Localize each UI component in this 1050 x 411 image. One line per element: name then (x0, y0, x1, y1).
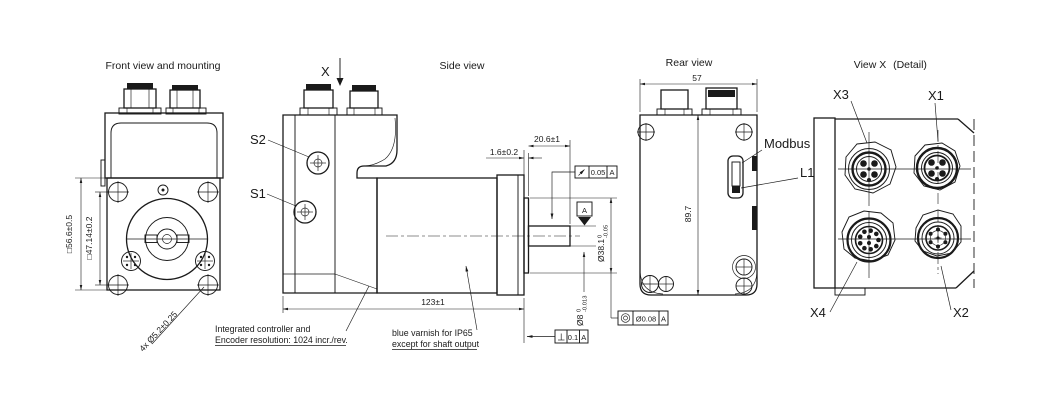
x3-leader (850, 100, 868, 144)
side-connector-right-icon (346, 85, 383, 116)
x4-leader (829, 261, 858, 313)
pilot-dia-dimension: Ø38.1 0 -0.05 (530, 197, 617, 318)
front-flange-outline (106, 177, 221, 291)
concentricity-fcf: Ø0.08 A (611, 310, 669, 326)
status-led (732, 186, 740, 193)
controller-note-line2: Encoder resolution: 1024 incr./rev. (215, 335, 348, 345)
datum-flag-label: A (582, 206, 587, 215)
view-x-detail: View X (Detail) (810, 59, 975, 320)
pilot-depth-dimension: 1.6±0.2 (486, 147, 542, 196)
m12-connector-x3-icon (844, 141, 897, 194)
perpendicularity-symbol-icon (558, 333, 565, 341)
section-arrow-label: X (321, 64, 330, 79)
x3-label: X3 (833, 87, 849, 102)
shaft-tol-lower: -0.013 (583, 296, 589, 312)
s2-label: S2 (250, 132, 266, 147)
shaft-dia-dimension: Ø8 0 -0.013 (570, 245, 596, 326)
led-window (727, 155, 744, 199)
runout-fcf: 0.05 A (550, 165, 618, 220)
cover-screw-icon (121, 251, 215, 271)
pilot-dia-label: Ø38.1 (596, 239, 606, 262)
view-x-title: View X (854, 59, 887, 71)
s2-screw-icon (306, 151, 330, 175)
modbus-label: Modbus (764, 136, 811, 151)
front-view-title: Front view and mounting (106, 60, 221, 72)
adapter-base-line (334, 273, 378, 290)
front-connector-left-icon (118, 83, 162, 115)
varnish-note-line1: blue varnish for IP65 (392, 328, 473, 338)
s1-leader (266, 193, 297, 207)
mounting-screw-icon (107, 181, 219, 296)
datum-flag: A (570, 201, 596, 227)
rear-view-title: Rear view (666, 57, 713, 69)
front-shaft-boss (125, 197, 209, 281)
shaft-length-label: 20.6±1 (534, 134, 560, 144)
concentricity-value: Ø0.08 (636, 315, 656, 324)
perpendicularity-fcf: 0.1 A (526, 329, 589, 344)
rear-width-label: 57 (692, 73, 702, 83)
runout-symbol-icon (578, 169, 585, 176)
controller-housing-outline (282, 114, 398, 294)
controller-note: Integrated controller and Encoder resolu… (215, 285, 370, 346)
perpendicularity-value: 0.1 (568, 333, 578, 342)
m12-connector-x2-icon (914, 209, 962, 260)
length-dim-label: 123±1 (421, 297, 445, 307)
l1-leader (740, 177, 799, 189)
rear-body-outline (639, 114, 758, 296)
rear-screw-icon (637, 123, 758, 295)
small-screw-icon (157, 184, 169, 196)
shaft-dia-label: Ø8 (575, 314, 585, 326)
view-x-subtitle: (Detail) (893, 59, 927, 71)
side-clip-tab (752, 206, 757, 230)
concentricity-datum: A (661, 315, 666, 324)
side-view: Side view X (215, 58, 669, 350)
rear-dimensions: 57 89.7 (639, 73, 758, 296)
pilot-tol-lower: -0.05 (604, 225, 610, 238)
runout-value: 0.05 (591, 168, 606, 177)
length-dimension: 123±1 (282, 296, 525, 343)
x2-label: X2 (953, 305, 969, 320)
modbus-leader (741, 149, 763, 164)
pilot-tol-upper: 0 (598, 235, 604, 238)
varnish-note: blue varnish for IP65 except for shaft o… (392, 265, 480, 350)
x1-leader (934, 102, 939, 142)
controller-note-line1: Integrated controller and (215, 324, 310, 334)
perpendicularity-datum: A (581, 333, 586, 342)
s1-screw-icon (293, 200, 317, 224)
rear-height-label: 89.7 (683, 205, 693, 222)
x4-label: X4 (810, 305, 826, 320)
s2-leader (267, 139, 310, 158)
front-outer-dim-label: □56.6±0.5 (64, 215, 74, 253)
side-view-title: Side view (440, 60, 485, 72)
housing-casting-line (363, 117, 396, 167)
m12-connector-x1-icon (913, 142, 961, 191)
side-clip-tab (752, 156, 757, 171)
rear-view: Rear view (637, 57, 814, 296)
x2-leader (940, 265, 952, 311)
runout-datum: A (609, 168, 614, 177)
concentricity-symbol-icon (620, 313, 631, 323)
front-hole-spacing-label: □47.14±0.2 (84, 216, 94, 259)
shaft-length-dimension: 20.6±1 (528, 134, 571, 224)
view-x-frame (813, 117, 975, 296)
pilot-depth-label: 1.6±0.2 (490, 147, 519, 157)
l1-label: L1 (800, 165, 814, 180)
varnish-note-line2: except for shaft output (392, 339, 480, 349)
shaft-tol-upper: 0 (577, 309, 583, 312)
m12-connector-x4-icon (841, 210, 896, 263)
x1-label: X1 (928, 88, 944, 103)
front-housing-inner (110, 122, 218, 178)
section-arrow: X (321, 58, 344, 86)
front-side-tab (100, 159, 106, 187)
s1-label: S1 (250, 186, 266, 201)
